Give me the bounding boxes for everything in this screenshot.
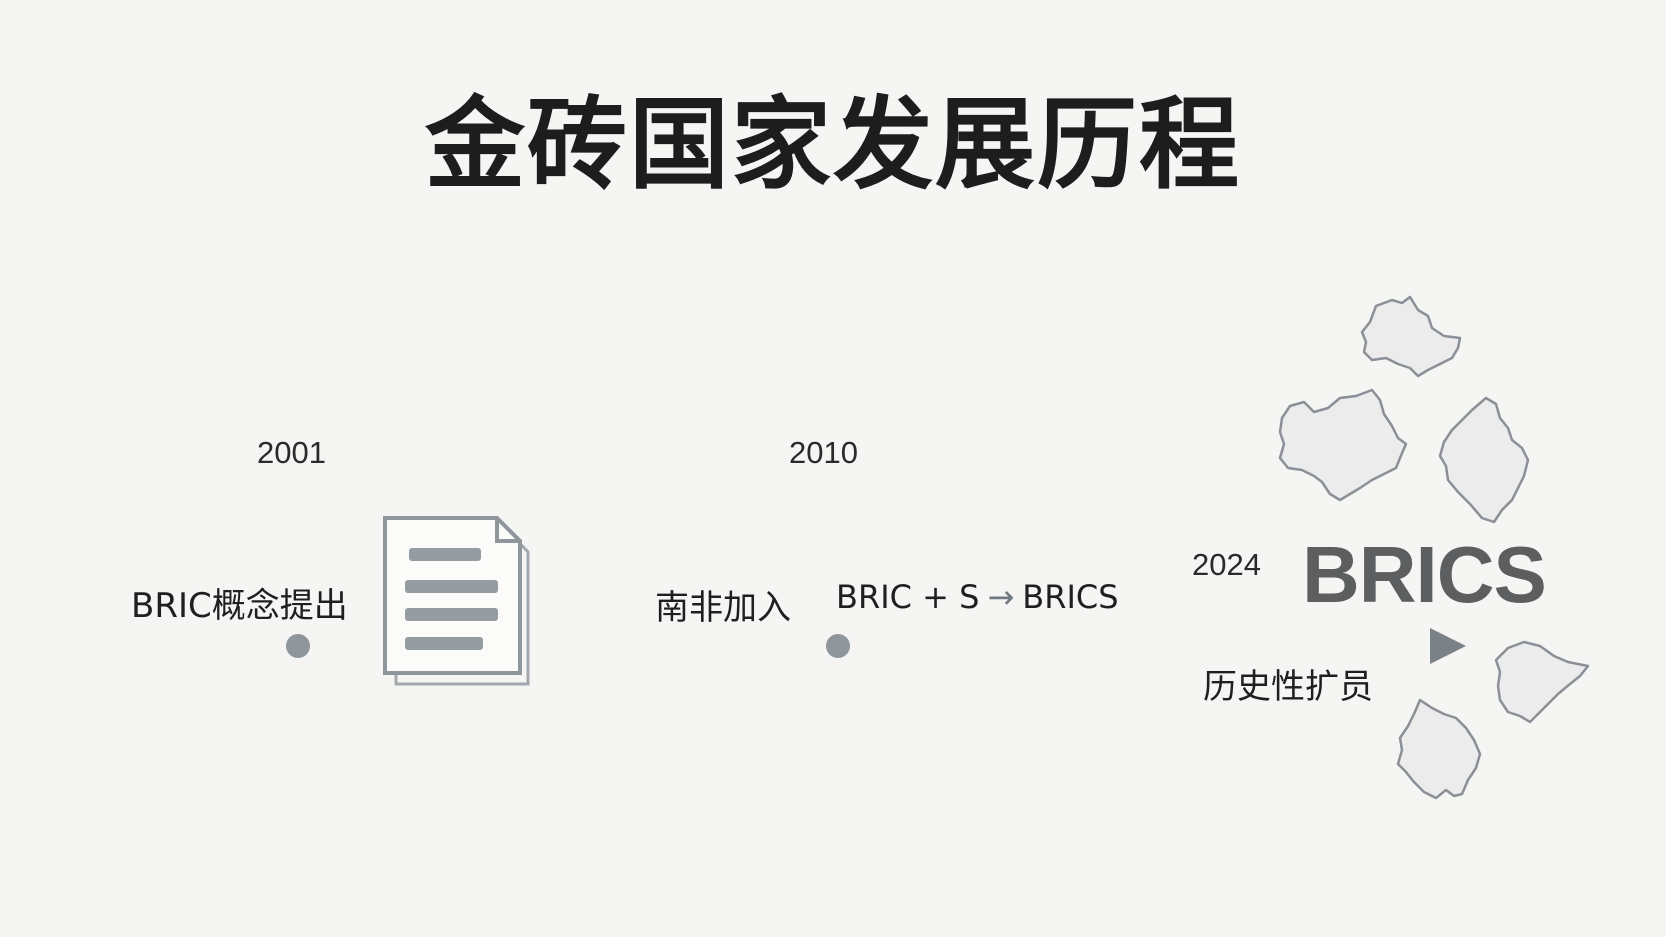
- formula-left: BRIC + S: [836, 578, 980, 616]
- year-label-2010: 2010: [789, 435, 858, 470]
- country-outline-icon: [1360, 295, 1462, 378]
- country-outline-icon: [1278, 388, 1408, 502]
- event-label-historic-expansion: 历史性扩员: [1203, 667, 1373, 707]
- document-icon: [383, 516, 530, 686]
- timeline-arrowhead: [1430, 628, 1466, 664]
- year-label-2001: 2001: [257, 435, 326, 470]
- year-label-2024: 2024: [1192, 547, 1261, 582]
- arrow-right-icon: →: [987, 578, 1015, 616]
- country-outline-icon: [1438, 396, 1530, 524]
- event-label-south-africa-join: 南非加入: [655, 588, 791, 628]
- timeline-node-2001: [286, 634, 310, 658]
- brics-wordmark: BRICS: [1302, 530, 1547, 619]
- event-label-bric-concept: BRIC概念提出: [131, 586, 348, 626]
- timeline-node-2010: [826, 634, 850, 658]
- page-title: 金砖国家发展历程: [425, 86, 1241, 203]
- formula-right: BRICS: [1022, 578, 1119, 616]
- bric-to-brics-formula: BRIC + S→BRICS: [836, 581, 1119, 613]
- country-outline-icon: [1396, 698, 1482, 800]
- country-outline-icon: [1494, 640, 1590, 724]
